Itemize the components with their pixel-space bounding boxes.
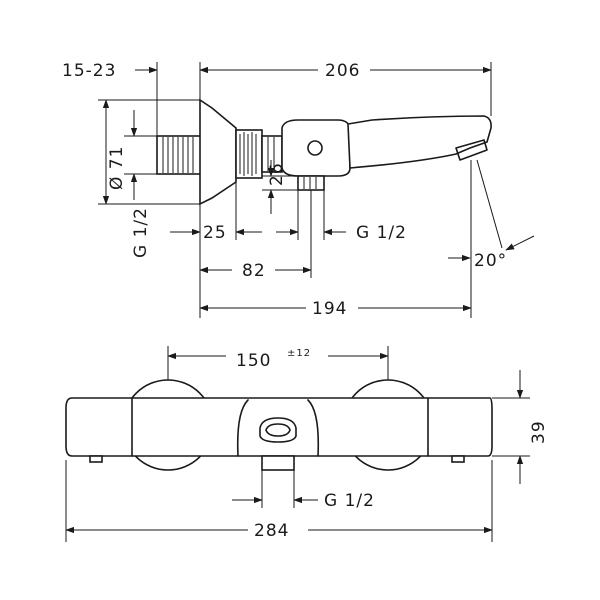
- threaded-connector: [156, 135, 202, 175]
- dim-diameter: Ø 71: [107, 146, 127, 190]
- thermostat-body: [65, 397, 493, 457]
- dim-194: 194: [312, 299, 347, 319]
- bottom-outlet: [297, 175, 325, 191]
- dim-height-outlet: 26: [267, 162, 287, 186]
- dim-centers-tolerance: ±12: [287, 348, 311, 359]
- dim-mount-range: 15-23: [62, 61, 116, 81]
- dim-offset: 25: [203, 223, 227, 243]
- side-view: 15-23 206 Ø 71 G 1/2 26 25 G 1/2 20° 82: [62, 61, 535, 319]
- control-knob: [307, 140, 323, 156]
- bottom-outlet-front: [261, 455, 295, 471]
- dim-height: 39: [529, 420, 549, 444]
- wall-rosette: [199, 98, 237, 206]
- coupling-nut: [235, 129, 283, 179]
- dim-thread-left: G 1/2: [131, 207, 151, 258]
- dim-thread-outlet: G 1/2: [356, 223, 407, 243]
- dim-thread-bottom: G 1/2: [324, 491, 375, 511]
- center-dial: [236, 399, 320, 457]
- dim-total-length: 206: [325, 61, 360, 81]
- dim-82: 82: [242, 261, 266, 281]
- bath-spout: [347, 115, 492, 169]
- mixer-body: [281, 119, 351, 177]
- dim-centers: 150: [236, 351, 271, 371]
- dim-total-width: 284: [254, 521, 289, 541]
- dim-angle: 20°: [474, 251, 507, 271]
- front-view: 150 ±12 39 G 1/2 284: [65, 346, 549, 542]
